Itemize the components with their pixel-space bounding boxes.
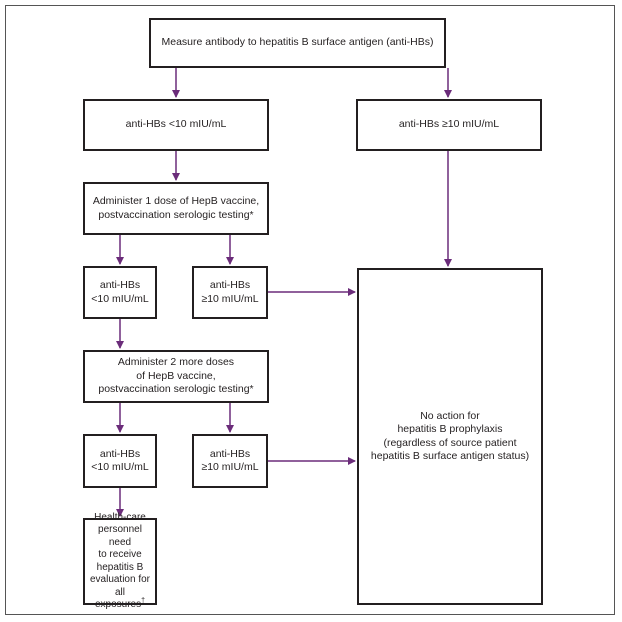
anti-hbs-low-label-2: anti-HBs <10 mIU/mL xyxy=(91,279,149,305)
anti-hbs-high-label-3: anti-HBs ≥10 mIU/mL xyxy=(201,447,259,474)
dagger-footnote-mark: † xyxy=(141,597,146,605)
administer-one-dose-box: Administer 1 dose of HepB vaccine, postv… xyxy=(83,182,269,235)
anti-hbs-high-box-1: anti-HBs ≥10 mIU/mL xyxy=(356,99,542,151)
anti-hbs-high-label-1: anti-HBs ≥10 mIU/mL xyxy=(398,118,500,131)
anti-hbs-low-box-1: anti-HBs <10 mIU/mL xyxy=(83,99,269,151)
administer-two-doses-box: Administer 2 more doses of HepB vaccine,… xyxy=(83,350,269,403)
hcp-evaluation-label: Health-care personnel need to receive he… xyxy=(89,511,151,611)
anti-hbs-low-label-1: anti-HBs <10 mIU/mL xyxy=(125,118,227,131)
anti-hbs-high-box-3: anti-HBs ≥10 mIU/mL xyxy=(192,434,268,488)
anti-hbs-high-box-2: anti-HBs ≥10 mIU/mL xyxy=(192,266,268,319)
anti-hbs-low-box-2: anti-HBs <10 mIU/mL xyxy=(83,266,157,319)
anti-hbs-high-label-2: anti-HBs ≥10 mIU/mL xyxy=(201,279,259,305)
measure-antibody-label: Measure antibody to hepatitis B surface … xyxy=(161,36,434,49)
administer-one-dose-label: Administer 1 dose of HepB vaccine, postv… xyxy=(92,195,260,221)
administer-two-doses-label: Administer 2 more doses of HepB vaccine,… xyxy=(98,356,254,396)
diagram-frame xyxy=(5,5,615,615)
anti-hbs-low-box-3: anti-HBs <10 mIU/mL xyxy=(83,434,157,488)
hcp-evaluation-box: Health-care personnel need to receive he… xyxy=(83,512,157,610)
hcp-evaluation-content: Health-care personnel need to receive he… xyxy=(89,512,151,612)
anti-hbs-low-label-3: anti-HBs <10 mIU/mL xyxy=(91,447,149,474)
no-action-label: No action for hepatitis B prophylaxis (r… xyxy=(370,409,530,463)
measure-antibody-box: Measure antibody to hepatitis B surface … xyxy=(149,18,446,68)
no-action-box: No action for hepatitis B prophylaxis (r… xyxy=(357,268,543,605)
